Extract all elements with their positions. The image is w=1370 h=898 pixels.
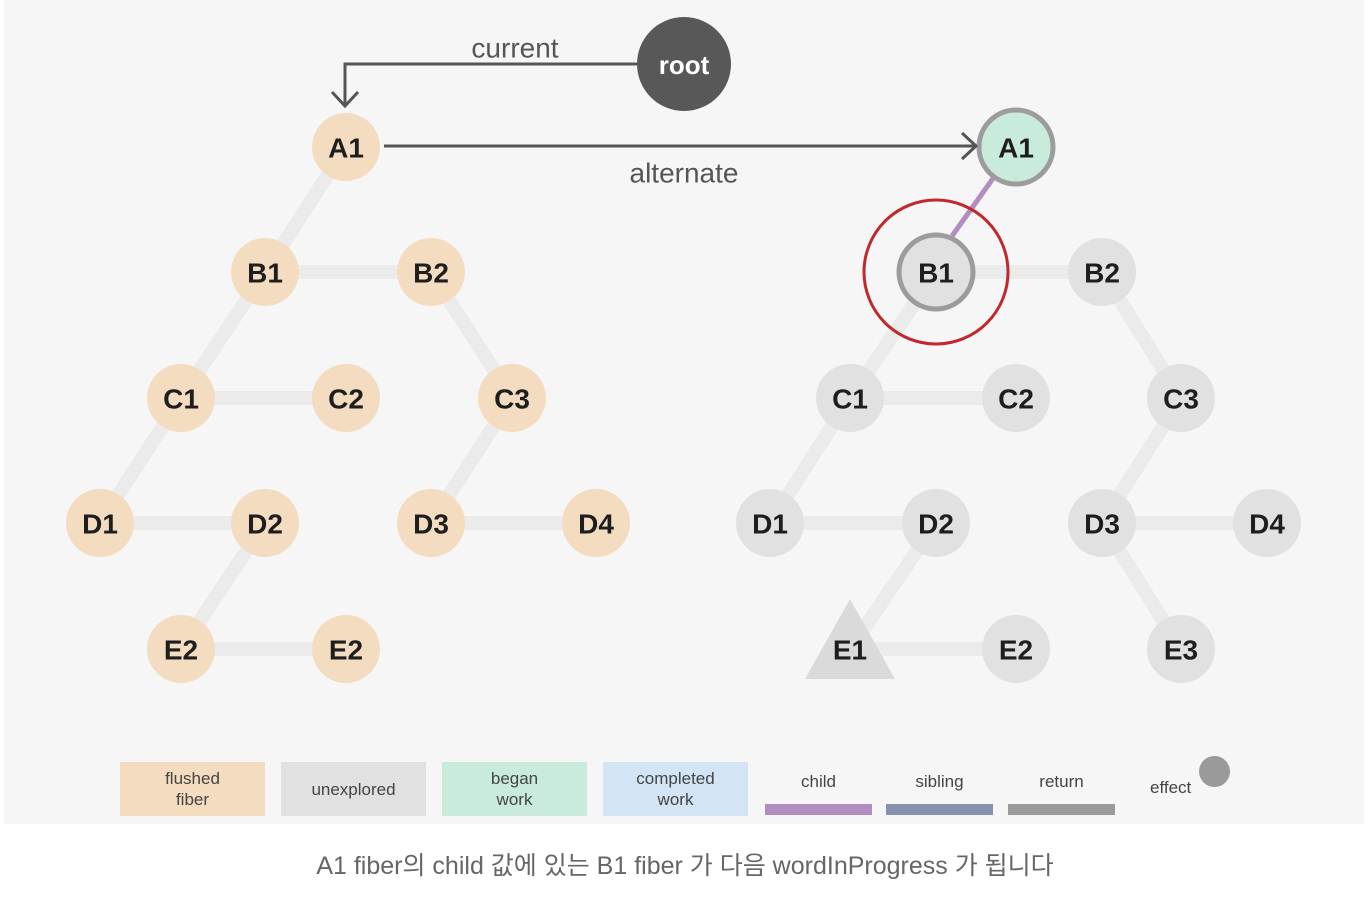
legend-child-bar: [765, 804, 872, 815]
left-node-label-B1: B1: [247, 258, 283, 289]
right-node-E2: [982, 615, 1050, 683]
left-node-label-E2b: E2: [329, 635, 363, 666]
left-node-label-C2: C2: [328, 384, 364, 415]
right-node-label-C1: C1: [832, 384, 868, 415]
legend-sibling-label: sibling: [915, 772, 964, 791]
left-node-D1: [66, 489, 134, 557]
legend-return: return: [1008, 772, 1115, 815]
left-node-D2: [231, 489, 299, 557]
right-node-label-C2: C2: [998, 384, 1034, 415]
right-node-label-E3: E3: [1164, 635, 1198, 666]
right-node-label-B2: B2: [1084, 258, 1120, 289]
left-node-C2: [312, 364, 380, 432]
left-node-label-C3: C3: [494, 384, 530, 415]
legend-sibling-bar: [886, 804, 993, 815]
left-node-label-D3: D3: [413, 509, 449, 540]
right-node-label-C3: C3: [1163, 384, 1199, 415]
right-node-label-E1: E1: [833, 635, 867, 666]
right-node-D4: [1233, 489, 1301, 557]
left-node-B1: [231, 238, 299, 306]
legend-return-label: return: [1039, 772, 1084, 791]
root-node-label: root: [659, 50, 710, 80]
legend-sibling: sibling: [886, 772, 993, 815]
left-node-label-B2: B2: [413, 258, 449, 289]
left-node-label-A1: A1: [328, 133, 364, 164]
legend-began-work: began work: [442, 762, 587, 816]
root-node: [637, 17, 731, 111]
left-node-label-D1: D1: [82, 509, 118, 540]
right-node-C2: [982, 364, 1050, 432]
legend-effect-label: effect: [1150, 778, 1192, 797]
work-in-progress-highlight: [862, 198, 1010, 346]
right-node-E3: [1147, 615, 1215, 683]
right-node-label-D1: D1: [752, 509, 788, 540]
current-label: current: [471, 33, 558, 64]
legend-child: child: [765, 772, 872, 815]
left-node-label-E2a: E2: [164, 635, 198, 666]
left-node-label-D2: D2: [247, 509, 283, 540]
right-node-E1: [805, 599, 895, 679]
current-arrow: [343, 62, 637, 104]
legend-unexplored: unexplored: [281, 762, 426, 816]
left-node-label-D4: D4: [578, 509, 614, 540]
right-node-D2: [902, 489, 970, 557]
figure-caption: A1 fiber의 child 값에 있는 B1 fiber 가 다음 word…: [316, 852, 1054, 880]
left-node-D3: [397, 489, 465, 557]
alternate-arrow-head: [960, 131, 979, 161]
legend-return-bar: [1008, 804, 1115, 815]
right-node-A1: [976, 107, 1056, 187]
left-node-C1: [147, 364, 215, 432]
right-node-D3: [1068, 489, 1136, 557]
left-node-C3: [478, 364, 546, 432]
left-node-label-C1: C1: [163, 384, 199, 415]
right-node-label-D4: D4: [1249, 509, 1285, 540]
right-node-C1: [816, 364, 884, 432]
right-node-label-B1: B1: [918, 258, 954, 289]
right-node-B2: [1068, 238, 1136, 306]
right-child-edge-A1-B1: [949, 175, 997, 238]
right-node-label-A1: A1: [998, 133, 1034, 164]
legend-completed-work: completed work: [603, 762, 748, 816]
legend-effect-dot: [1199, 756, 1230, 787]
right-node-label-D3: D3: [1084, 509, 1120, 540]
left-node-D4: [562, 489, 630, 557]
legend-flushed-fiber: flushed fiber: [120, 762, 265, 816]
left-node-E2b: [312, 615, 380, 683]
right-node-label-D2: D2: [918, 509, 954, 540]
left-node-A1: [312, 113, 380, 181]
alternate-label: alternate: [630, 158, 739, 189]
left-node-B2: [397, 238, 465, 306]
left-node-E2a: [147, 615, 215, 683]
right-node-B1: [896, 232, 976, 312]
right-node-C3: [1147, 364, 1215, 432]
right-node-D1: [736, 489, 804, 557]
right-node-label-E2: E2: [999, 635, 1033, 666]
current-arrow-head: [330, 90, 360, 109]
legend-child-label: child: [801, 772, 836, 791]
